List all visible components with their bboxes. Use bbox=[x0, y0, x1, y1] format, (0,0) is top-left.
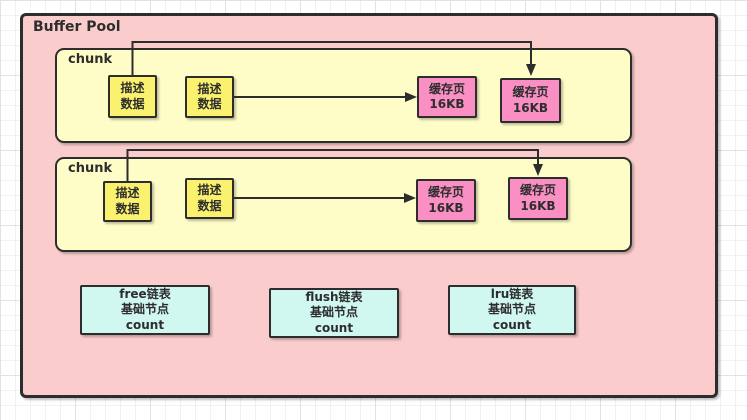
cache-page-line: 缓存页 bbox=[512, 85, 549, 100]
list-box-line: flush链表 bbox=[305, 289, 363, 304]
chunk1-desc-box-2: 描述 数据 bbox=[185, 76, 234, 118]
flush-list-base-node-box: flush链表 基础节点 count bbox=[269, 288, 399, 338]
desc-box-line: 数据 bbox=[197, 198, 222, 213]
list-box-line: count bbox=[125, 317, 165, 332]
cache-page-line: 16KB bbox=[428, 200, 464, 215]
chunk2-desc-box-1: 描述 数据 bbox=[103, 181, 152, 222]
list-box-line: 基础节点 bbox=[120, 302, 169, 317]
free-list-base-node-box: free链表 基础节点 count bbox=[80, 285, 210, 335]
chunk1-desc-box-1: 描述 数据 bbox=[108, 75, 157, 118]
list-box-line: 基础节点 bbox=[309, 305, 358, 320]
cache-page-line: 16KB bbox=[512, 100, 549, 115]
list-box-line: lru链表 bbox=[490, 286, 534, 301]
lru-list-base-node-box: lru链表 基础节点 count bbox=[448, 285, 576, 335]
desc-box-line: 描述 bbox=[120, 81, 145, 96]
cache-page-line: 16KB bbox=[429, 97, 465, 111]
cache-page-line: 缓存页 bbox=[519, 183, 556, 198]
desc-box-line: 数据 bbox=[197, 97, 222, 111]
list-box-line: 基础节点 bbox=[487, 302, 536, 317]
cache-page-line: 16KB bbox=[520, 198, 556, 213]
cache-page-line: 缓存页 bbox=[428, 81, 465, 96]
chunk2-cache-page-2: 缓存页 16KB bbox=[508, 177, 568, 220]
desc-box-line: 数据 bbox=[120, 96, 145, 111]
chunk1-cache-page-2: 缓存页 16KB bbox=[500, 78, 561, 123]
chunk2-desc-box-2: 描述 数据 bbox=[185, 178, 234, 219]
desc-box-line: 描述 bbox=[197, 183, 222, 198]
chunk-1-label: chunk bbox=[68, 52, 113, 67]
list-box-line: count bbox=[314, 320, 354, 335]
desc-box-line: 描述 bbox=[115, 186, 140, 201]
chunk-2-label: chunk bbox=[68, 161, 113, 176]
desc-box-line: 数据 bbox=[115, 201, 140, 216]
chunk1-cache-page-1: 缓存页 16KB bbox=[417, 76, 477, 118]
chunk2-cache-page-1: 缓存页 16KB bbox=[416, 179, 476, 222]
desc-box-line: 描述 bbox=[197, 81, 222, 96]
list-box-line: count bbox=[492, 317, 532, 332]
buffer-pool-label: Buffer Pool bbox=[33, 19, 121, 35]
list-box-line: free链表 bbox=[119, 286, 171, 301]
cache-page-line: 缓存页 bbox=[427, 185, 464, 200]
